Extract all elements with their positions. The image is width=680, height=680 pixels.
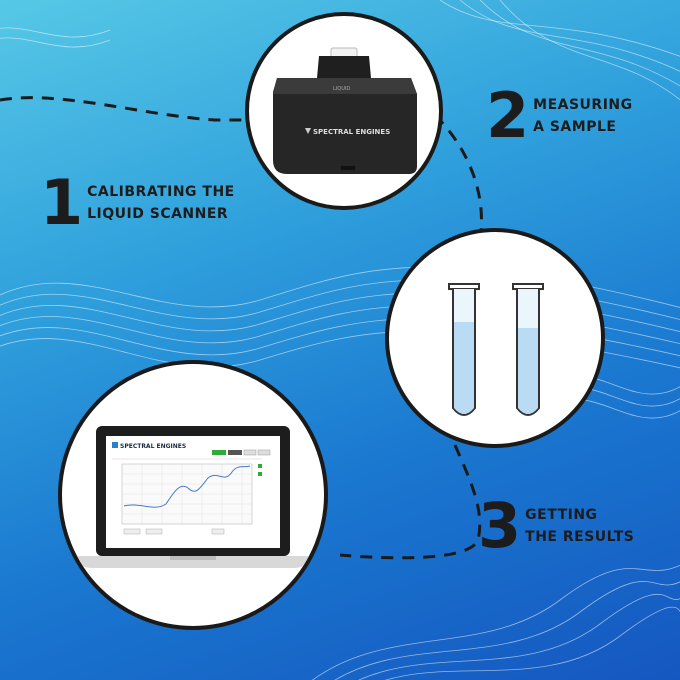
- laptop-circle: SPECTRAL ENGINES: [58, 360, 328, 630]
- step-2-line1: MEASURING: [533, 97, 633, 113]
- step-2-label: 2 MEASURING A SAMPLE: [486, 85, 633, 147]
- step-1-line1: CALIBRATING THE: [87, 184, 235, 200]
- step-2-number: 2: [486, 79, 529, 152]
- step-1-number: 1: [40, 166, 83, 239]
- step-2-line2: A SAMPLE: [533, 119, 617, 135]
- step-3-line1: GETTING: [525, 507, 598, 523]
- device-port-label: LIQUID: [333, 86, 350, 92]
- step-3-line2: THE RESULTS: [525, 529, 635, 545]
- step-1-line2: LIQUID SCANNER: [87, 206, 229, 222]
- device-brand-label: SPECTRAL ENGINES: [313, 128, 390, 136]
- laptop-screen-brand: SPECTRAL ENGINES: [120, 443, 186, 450]
- step-3-number: 3: [478, 489, 521, 562]
- scanner-device-icon: SPECTRAL ENGINES LIQUID: [273, 47, 417, 174]
- device-circle: SPECTRAL ENGINES LIQUID: [245, 12, 443, 210]
- step-3-label: 3 GETTING THE RESULTS: [478, 495, 634, 557]
- step-1-label: 1 CALIBRATING THE LIQUID SCANNER: [40, 172, 235, 234]
- test-tubes-circle: [385, 228, 605, 448]
- laptop-icon: SPECTRAL ENGINES: [76, 426, 310, 568]
- test-tube-icon: [448, 283, 544, 416]
